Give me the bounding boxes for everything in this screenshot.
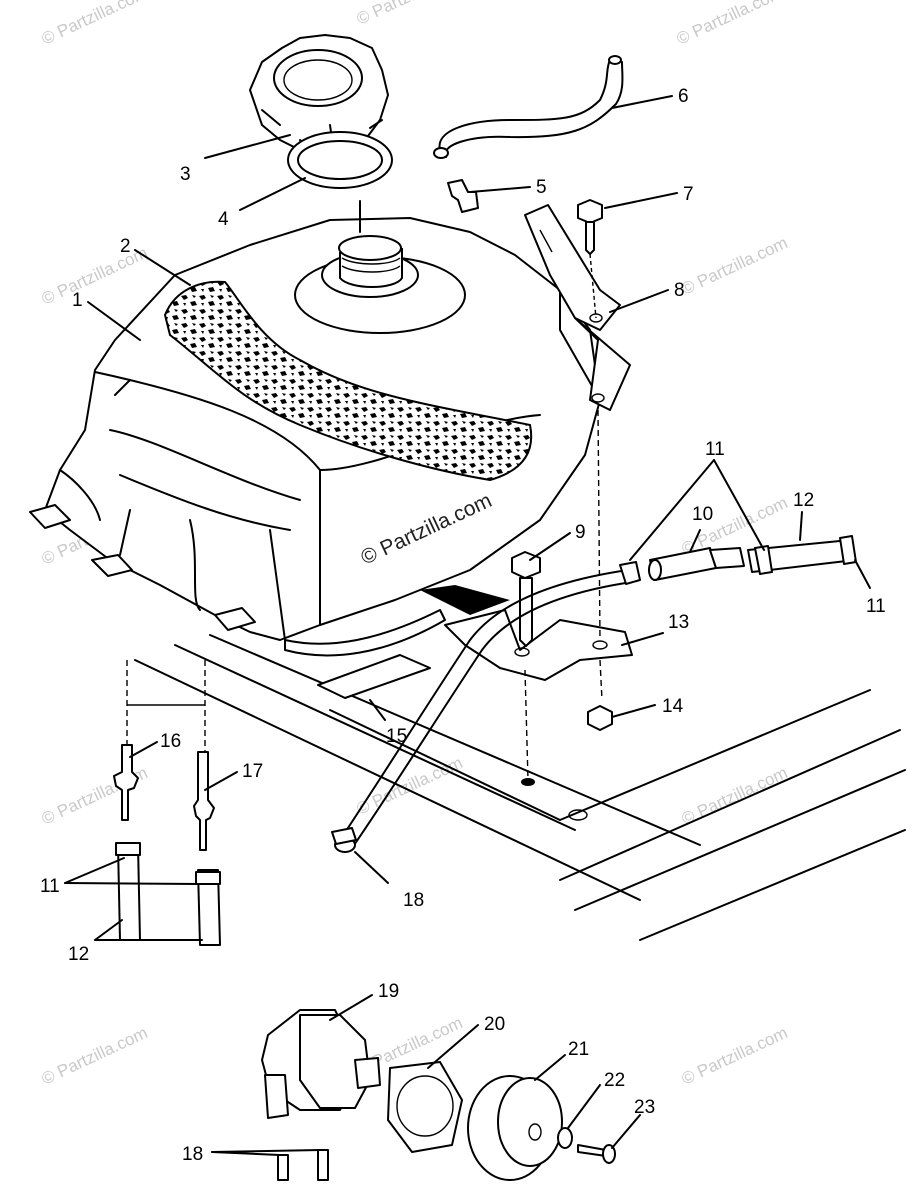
mounting-bracket [524, 204, 631, 411]
fuel-hoses-left [115, 842, 221, 946]
valve-17 [193, 751, 215, 851]
valve-16 [113, 744, 139, 821]
callout-23: 23 [634, 1097, 655, 1118]
fuel-hose-right [747, 535, 857, 575]
pad [317, 654, 431, 699]
vent-hose [438, 59, 611, 151]
nut [587, 705, 613, 731]
callout-8: 8 [674, 280, 685, 301]
callout-19: 19 [378, 981, 399, 1002]
lower-bracket [444, 609, 633, 681]
washer [557, 1127, 573, 1149]
callout-9: 9 [575, 522, 586, 543]
callout-14: 14 [662, 696, 684, 717]
watermark-text: © Partzilla.com [354, 0, 466, 29]
watermark-text: © Partzilla.com [39, 1023, 151, 1089]
fuel-valve-assembly [261, 1009, 381, 1181]
callout-2: 2 [120, 236, 131, 257]
callout-12b: 12 [68, 944, 89, 965]
watermark-text: © Partzilla.com [679, 1023, 791, 1089]
vent-hose-edge [444, 61, 624, 158]
gasket [287, 131, 393, 189]
watermark-text: © Partzilla.com [39, 243, 151, 309]
valve-nut [387, 1061, 463, 1153]
callout-10: 10 [692, 504, 713, 525]
watermark-text: © Partzilla.com [674, 0, 786, 49]
callout-11c: 11 [40, 876, 60, 897]
callout-5: 5 [536, 177, 547, 198]
callout-11: 11 [705, 439, 725, 460]
bolt-7 [577, 199, 603, 255]
decal-stripe [163, 280, 533, 482]
callout-17: 17 [242, 761, 263, 782]
bolt-9 [511, 551, 541, 647]
callout-18: 18 [403, 890, 424, 911]
callout-11b: 11 [866, 596, 886, 617]
callout-15: 15 [386, 726, 407, 747]
screw [577, 1144, 616, 1164]
vent-fitting [447, 179, 479, 213]
callout-7: 7 [683, 184, 694, 205]
callout-6: 6 [678, 86, 689, 107]
watermark-text: © Partzilla.com [679, 763, 791, 829]
fuel-cap [249, 34, 389, 161]
shadow-gap [420, 585, 510, 615]
callout-16: 16 [160, 731, 181, 752]
fuel-filter [648, 547, 745, 581]
frame-rails [134, 634, 906, 941]
callout-labels: 1 2 3 4 5 6 7 8 9 10 11 12 11 13 14 15 1… [40, 86, 886, 1165]
fuel-line-edge [351, 581, 633, 849]
leader-lines [64, 95, 871, 1156]
valve-knob [467, 1075, 563, 1181]
callout-1: 1 [72, 290, 83, 311]
callout-4: 4 [218, 209, 229, 230]
callout-21: 21 [568, 1039, 589, 1060]
callout-18b: 18 [182, 1144, 203, 1165]
watermark-text: © Partzilla.com [679, 233, 791, 299]
fuel-line [339, 569, 629, 841]
callout-3: 3 [180, 164, 191, 185]
callout-22: 22 [604, 1070, 625, 1091]
callout-12: 12 [793, 490, 814, 511]
callout-13: 13 [668, 612, 689, 633]
callout-20: 20 [484, 1014, 505, 1035]
watermark-text: © Partzilla.com [39, 0, 151, 49]
